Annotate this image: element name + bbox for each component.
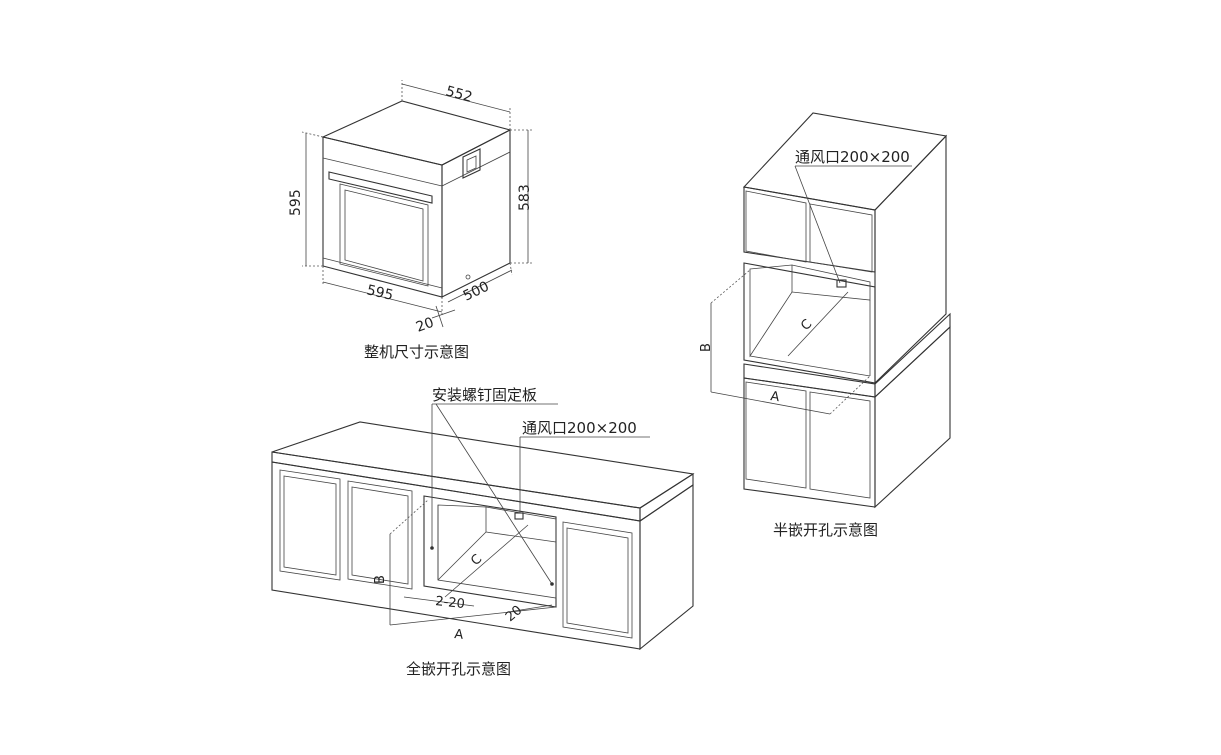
dim-line-552 (401, 83, 511, 113)
dim-595-width-label: 595 (365, 282, 395, 304)
dim-line-c-half (787, 291, 849, 357)
full-door-2 (347, 480, 413, 590)
screw-plate-leader-diag (435, 403, 553, 585)
dim-20-label: 20 (414, 315, 436, 336)
full-vent-box (514, 512, 524, 520)
oven-base-strip (322, 257, 443, 289)
dim-line-20 (435, 305, 444, 328)
dim-ext-line (509, 262, 513, 276)
dim-ext-line (710, 269, 751, 304)
dim-line-20-full (507, 604, 553, 613)
oven-side-bracket (462, 148, 481, 179)
half-lower-side (874, 325, 951, 509)
half-upper-front (743, 186, 876, 273)
half-upper-door-1 (745, 190, 807, 263)
label-full-vent: 通风口200×200 (522, 419, 637, 437)
dim-line-a-half (710, 391, 831, 415)
label-a-half: A (769, 389, 780, 405)
caption-full: 全嵌开孔示意图 (406, 660, 511, 678)
caption-half: 半嵌开孔示意图 (773, 521, 878, 539)
half-opening-inner (749, 264, 871, 358)
oven-side-face (441, 129, 511, 298)
full-counter-side-edge (639, 472, 694, 523)
dim-line-a-full (389, 606, 557, 626)
oven-door-window (339, 183, 429, 287)
full-door-1 (279, 469, 341, 581)
half-shelf-band-side (874, 312, 951, 399)
dim-line-500 (447, 269, 513, 303)
oven-side-strip (441, 151, 511, 187)
half-opening-frame (743, 262, 876, 384)
dim-ext-line (301, 131, 324, 138)
full-door-2-inner (351, 486, 409, 585)
oven-foot-screw (465, 274, 471, 280)
dim-line-c-full (444, 524, 529, 598)
label-gap: 2-20 (435, 594, 466, 612)
dim-595-height-label: 595 (288, 189, 304, 216)
oven-side-bracket-hole (466, 155, 477, 173)
full-cabinet-front (271, 461, 641, 650)
full-door-1-inner (283, 475, 337, 576)
label-a-full: A (454, 627, 465, 643)
label-c-half: C (798, 317, 815, 334)
dim-ext-line (389, 499, 429, 535)
label-c-full: C (468, 552, 485, 569)
half-lower-front (743, 377, 876, 508)
label-half-vent: 通风口200×200 (795, 148, 910, 166)
full-counter-edge (271, 451, 641, 522)
oven-door-window-inner (344, 189, 424, 282)
label-b-full: B (373, 575, 388, 584)
half-right-side-upper (874, 134, 947, 385)
full-opening (423, 495, 557, 608)
half-vent-leader (794, 165, 841, 284)
dim-552-label: 552 (444, 83, 474, 105)
oven-drawing: 552 595 583 595 500 20 整机尺寸示意图 (288, 80, 533, 361)
dim-line-595-width (322, 281, 443, 313)
oven-control-strip (322, 157, 443, 187)
half-builtin-drawing: 通风口200×200 B C A 半嵌开孔示意图 (699, 112, 951, 539)
full-door-3 (562, 521, 633, 639)
screw-dot-left (430, 546, 434, 550)
half-lower-door-2 (809, 391, 871, 499)
label-b-half: B (699, 343, 714, 352)
label-screw-plate: 安装螺钉固定板 (432, 386, 537, 404)
oven-top-face (321, 100, 512, 166)
full-door-3-inner (566, 527, 629, 634)
dim-583-label: 583 (517, 184, 533, 211)
full-opening-back-wall (485, 531, 557, 543)
half-vent-box (836, 279, 847, 288)
oven-handle (328, 171, 433, 204)
dim-line-20-cross (431, 309, 456, 319)
half-upper-door-2 (809, 203, 873, 273)
full-opening-floor-line (437, 531, 487, 581)
full-cabinet-side (639, 483, 694, 651)
caption-oven: 整机尺寸示意图 (364, 343, 469, 361)
half-lower-door-1 (745, 381, 807, 489)
dim-line-gap (403, 596, 475, 607)
half-opening-floor (749, 355, 871, 377)
dim-ext-line (829, 375, 871, 415)
screw-dot-right (550, 582, 554, 586)
label-20-full: 20 (503, 603, 525, 625)
full-builtin-drawing: 安装螺钉固定板 通风口200×200 B C A 2-20 20 全嵌开孔示意图 (271, 386, 695, 678)
